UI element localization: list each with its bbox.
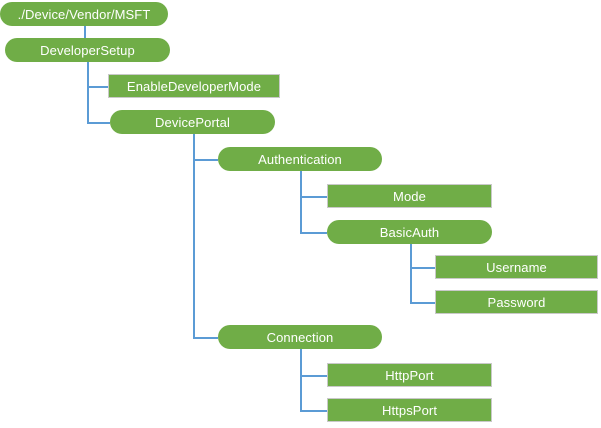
node-connection[interactable]: Connection: [218, 325, 382, 349]
connector-connection-to-httpport: [300, 375, 327, 377]
connector-auth-trunk: [300, 171, 302, 232]
node-mode[interactable]: Mode: [327, 184, 492, 208]
node-https_port[interactable]: HttpsPort: [327, 398, 492, 422]
node-root[interactable]: ./Device/Vendor/MSFT: [0, 2, 168, 26]
node-username[interactable]: Username: [435, 255, 598, 279]
connector-deviceportal-to-conn: [193, 337, 218, 339]
connector-deviceportal-to-auth: [193, 159, 218, 161]
connector-basicauth-to-username: [410, 267, 435, 269]
node-developer_setup[interactable]: DeveloperSetup: [5, 38, 170, 62]
node-device_portal[interactable]: DevicePortal: [110, 110, 275, 134]
connector-developersetup-trunk: [87, 62, 89, 122]
connector-auth-to-basicauth: [300, 232, 327, 234]
connector-connection-trunk: [300, 349, 302, 410]
connector-developersetup-to-portal: [87, 122, 110, 124]
connector-root-to-developersetup: [84, 26, 86, 38]
node-authentication[interactable]: Authentication: [218, 147, 382, 171]
connector-basicauth-to-password: [410, 302, 435, 304]
node-enable_developermode[interactable]: EnableDeveloperMode: [108, 74, 280, 98]
connector-basicauth-trunk: [410, 244, 412, 302]
connector-auth-to-mode: [300, 196, 327, 198]
node-http_port[interactable]: HttpPort: [327, 363, 492, 387]
connector-developersetup-to-enable: [87, 86, 108, 88]
connector-deviceportal-trunk: [193, 134, 195, 337]
node-basic_auth[interactable]: BasicAuth: [327, 220, 492, 244]
node-password[interactable]: Password: [435, 290, 598, 314]
connector-connection-to-httpsport: [300, 410, 327, 412]
